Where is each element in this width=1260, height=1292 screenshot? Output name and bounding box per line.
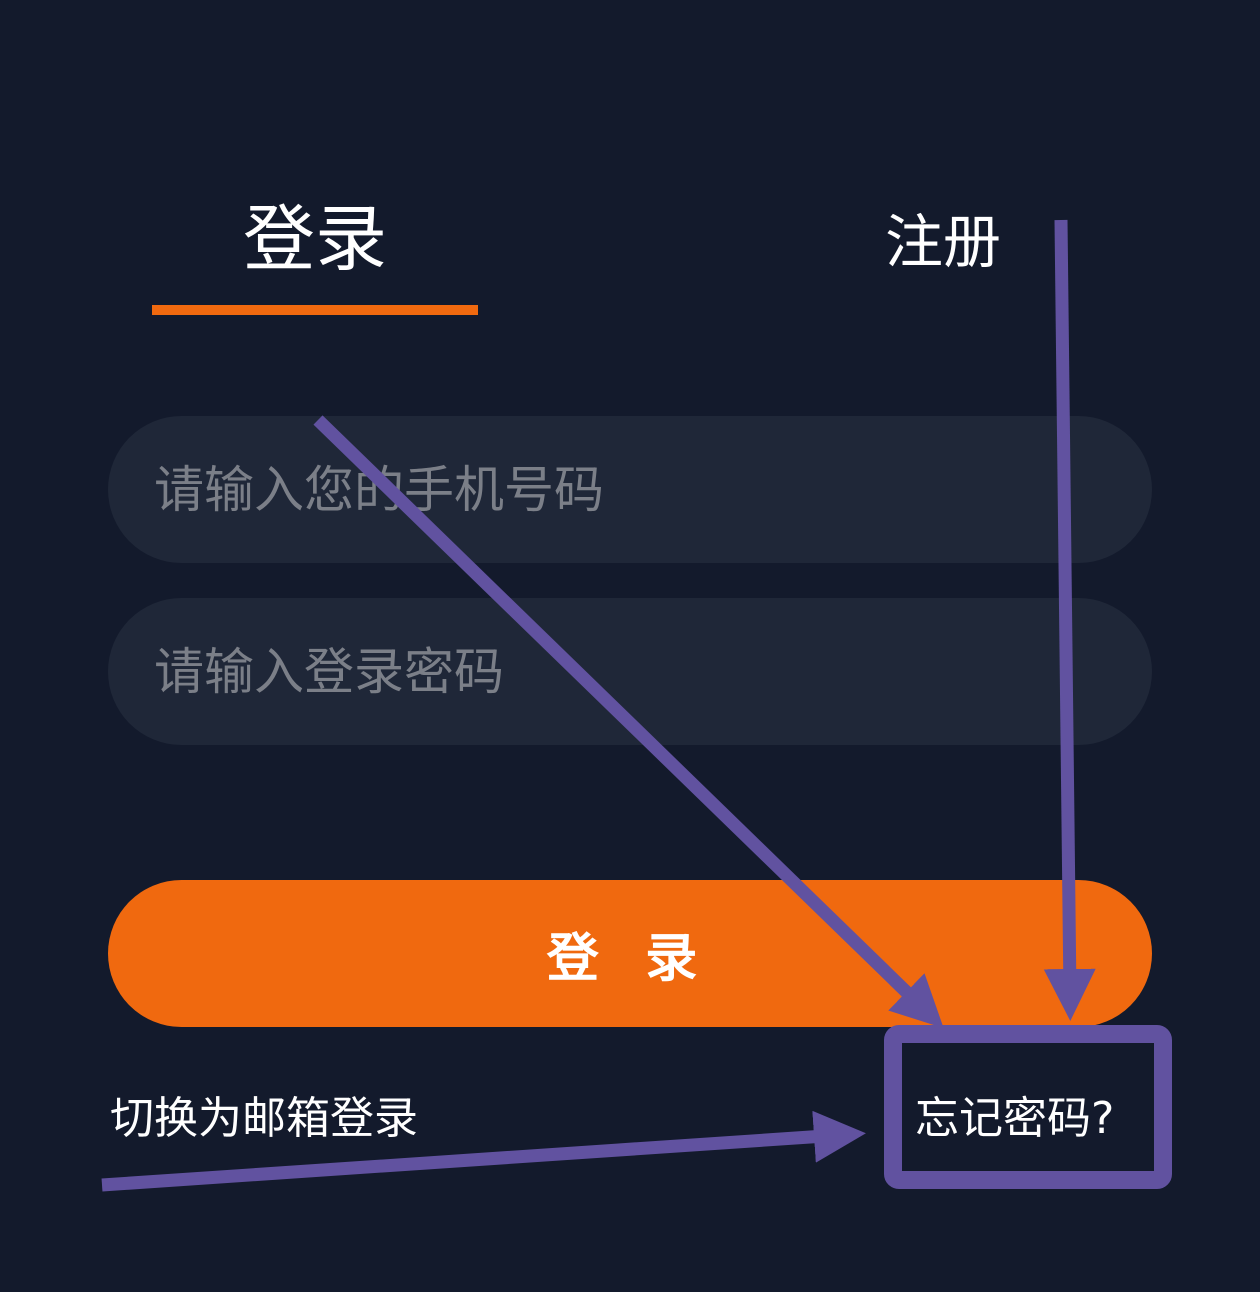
forgot-password-link[interactable]: 忘记密码? bbox=[915, 1093, 1115, 1144]
login-button[interactable]: 登 录 bbox=[108, 880, 1152, 1027]
switch-email-login-link[interactable]: 切换为邮箱登录 bbox=[110, 1093, 418, 1144]
tab-register[interactable]: 注册 bbox=[885, 208, 1002, 276]
password-input[interactable] bbox=[152, 641, 1152, 702]
phone-input[interactable] bbox=[152, 459, 1152, 520]
phone-field[interactable] bbox=[108, 416, 1152, 563]
tab-login[interactable]: 登录 bbox=[242, 197, 387, 281]
active-tab-indicator bbox=[152, 305, 478, 315]
password-field[interactable] bbox=[108, 598, 1152, 745]
